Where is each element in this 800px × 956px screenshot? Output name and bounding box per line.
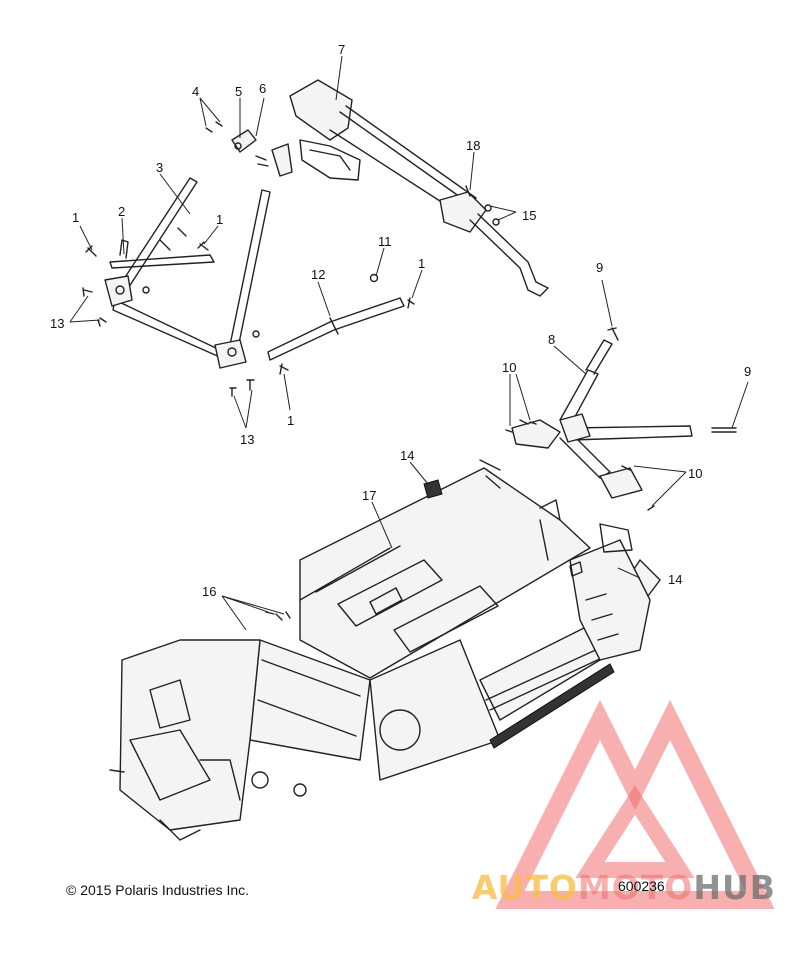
copyright-notice: © 2015 Polaris Industries Inc. xyxy=(66,882,250,898)
callout-5: 5 xyxy=(235,84,242,99)
callout-6: 6 xyxy=(259,81,266,96)
callout-18: 18 xyxy=(466,138,480,153)
leader-lines xyxy=(69,55,749,631)
callout-17: 17 xyxy=(362,488,376,503)
callout-15: 15 xyxy=(522,208,536,223)
watermark-hub: HUB xyxy=(693,868,776,907)
callout-1c: 1 xyxy=(418,256,425,271)
fasteners-left xyxy=(82,241,260,397)
callout-13b: 13 xyxy=(240,432,254,447)
callout-16: 16 xyxy=(202,584,216,599)
callout-1a: 1 xyxy=(72,210,79,225)
callout-3: 3 xyxy=(156,160,163,175)
callout-13a: 13 xyxy=(50,316,64,331)
chassis-17 xyxy=(109,459,661,841)
tie-rod-12 xyxy=(267,273,415,375)
callout-10a: 10 xyxy=(502,360,516,375)
watermark-moto: MOTO xyxy=(577,868,694,907)
steering-arm-assembly xyxy=(505,327,737,511)
front-frame-assembly xyxy=(104,177,271,369)
bushings xyxy=(265,479,443,621)
watermark-text: AUTOMOTOHUB xyxy=(472,868,776,907)
callout-9b: 9 xyxy=(744,364,751,379)
callout-1b: 1 xyxy=(216,212,223,227)
diagram-number: 600236 xyxy=(618,878,665,894)
hinge-brackets xyxy=(205,121,293,177)
callout-11: 11 xyxy=(378,234,392,249)
callout-14a: 14 xyxy=(400,448,414,463)
callout-labels: 1 2 1 3 4 5 6 7 18 15 11 12 1 13 13 1 9 … xyxy=(50,42,751,599)
callout-4: 4 xyxy=(192,84,199,99)
callout-14b: 14 xyxy=(668,572,682,587)
callout-2: 2 xyxy=(118,204,125,219)
callout-12: 12 xyxy=(311,267,325,282)
callout-10b: 10 xyxy=(688,466,702,481)
callout-8: 8 xyxy=(548,332,555,347)
callout-9a: 9 xyxy=(596,260,603,275)
callout-1d: 1 xyxy=(287,413,294,428)
watermark-auto: AUTO xyxy=(472,868,578,907)
callout-7: 7 xyxy=(338,42,345,57)
